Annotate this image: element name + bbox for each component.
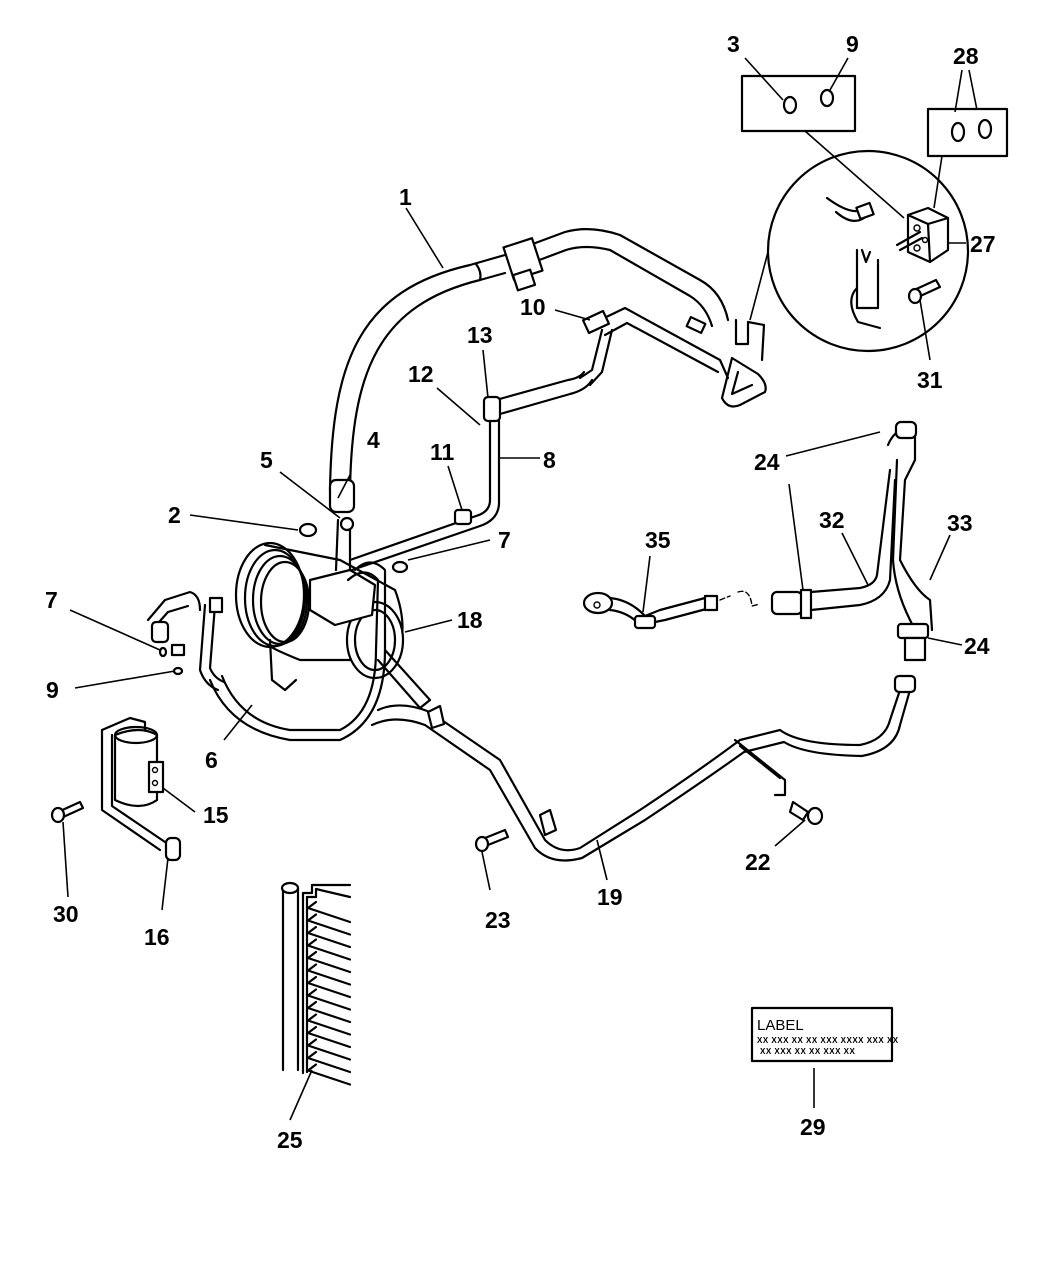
condenser-fin [306,925,352,949]
label-card-line-2: XX XXX XX XX XXX XX [760,1047,855,1056]
heater-hose-33 [886,420,934,662]
condenser-fin [306,963,352,986]
condenser-fin [306,1050,352,1074]
callout-7-right: 7 [498,527,511,553]
o-ring-3-icon [782,95,798,115]
callout-29: 29 [800,1114,826,1140]
callout-7-left: 7 [45,587,58,613]
callout-12: 12 [408,361,434,387]
callout-25: 25 [277,1127,303,1153]
label-card-line-1: XX XXX XX XX XXX XXXX XXX XX [757,1036,899,1045]
callout-10: 10 [520,294,546,320]
condenser-fin [306,1038,352,1061]
suction-line-8 [348,370,594,572]
o-ring-7-right-icon [391,560,409,574]
expansion-valve-27-icon [895,206,950,264]
callout-33: 33 [947,510,973,536]
bolt-22-icon [788,800,824,826]
o-ring-9-icon [819,88,835,108]
o-ring-kit-box-3-9 [740,74,857,133]
o-ring-28b-icon [977,118,993,140]
callout-32: 32 [819,507,845,533]
leader-lines [62,57,978,1121]
callout-9-top: 9 [846,31,859,57]
condenser-fin [306,988,352,1011]
callout-16: 16 [144,924,170,950]
o-ring-2-icon [298,522,318,538]
callout-11: 11 [430,439,455,465]
condenser-25 [280,881,352,1086]
callout-19: 19 [597,884,623,910]
condenser-fin [306,975,352,999]
suction-line-19 [370,674,917,862]
bolt-23-icon [474,828,510,853]
condenser-fin [306,1000,352,1024]
compressor-18 [208,478,432,742]
condenser-fin [306,1063,352,1086]
discharge-line-6 [146,590,226,692]
callout-13: 13 [467,322,493,348]
callout-35: 35 [645,527,671,553]
callout-31: 31 [917,367,943,393]
callout-27: 27 [970,231,996,257]
service-label-29: LABEL XX XXX XX XX XXX XXXX XXX XX XX XX… [750,1006,899,1063]
callout-30: 30 [53,901,79,927]
callout-24-right: 24 [964,633,990,659]
callout-18: 18 [457,607,483,633]
line-35 [582,590,761,630]
bolt-31-icon [907,278,942,305]
callout-3: 3 [727,31,740,57]
label-card-title: LABEL [757,1017,804,1034]
condenser-fin [306,938,352,961]
o-ring-kit-box-28 [926,107,1009,158]
liquid-line-10 [578,306,767,408]
receiver-drier-15 [100,646,184,862]
o-ring-7-icon [158,646,168,658]
condenser-fin [306,913,352,936]
discharge-hose-1 [328,228,730,492]
callout-28: 28 [953,43,979,69]
callout-22: 22 [745,849,771,875]
o-ring-28a-icon [950,121,966,143]
callout-5: 5 [260,447,273,473]
expansion-valve-detail [766,149,970,353]
condenser-fin [306,1013,352,1036]
callout-2: 2 [168,502,181,528]
o-ring-9-icon [172,666,184,676]
callout-labels: 1 2 3 4 5 6 7 7 8 9 9 10 11 12 13 15 16 … [45,31,996,1153]
callout-6: 6 [205,747,218,773]
heater-hose-32 [770,468,897,620]
callout-1: 1 [399,184,412,210]
drier-line-16-flange-icon [164,836,182,862]
callout-23: 23 [485,907,511,933]
callout-8: 8 [543,447,556,473]
callout-15: 15 [203,802,229,828]
callout-24-top: 24 [754,449,780,475]
callout-9-left: 9 [46,677,59,703]
callout-4: 4 [367,427,380,453]
condenser-fin [306,950,352,974]
condenser-fin [306,900,352,924]
condenser-fin [306,1025,352,1049]
bolt-30-icon [50,800,85,824]
